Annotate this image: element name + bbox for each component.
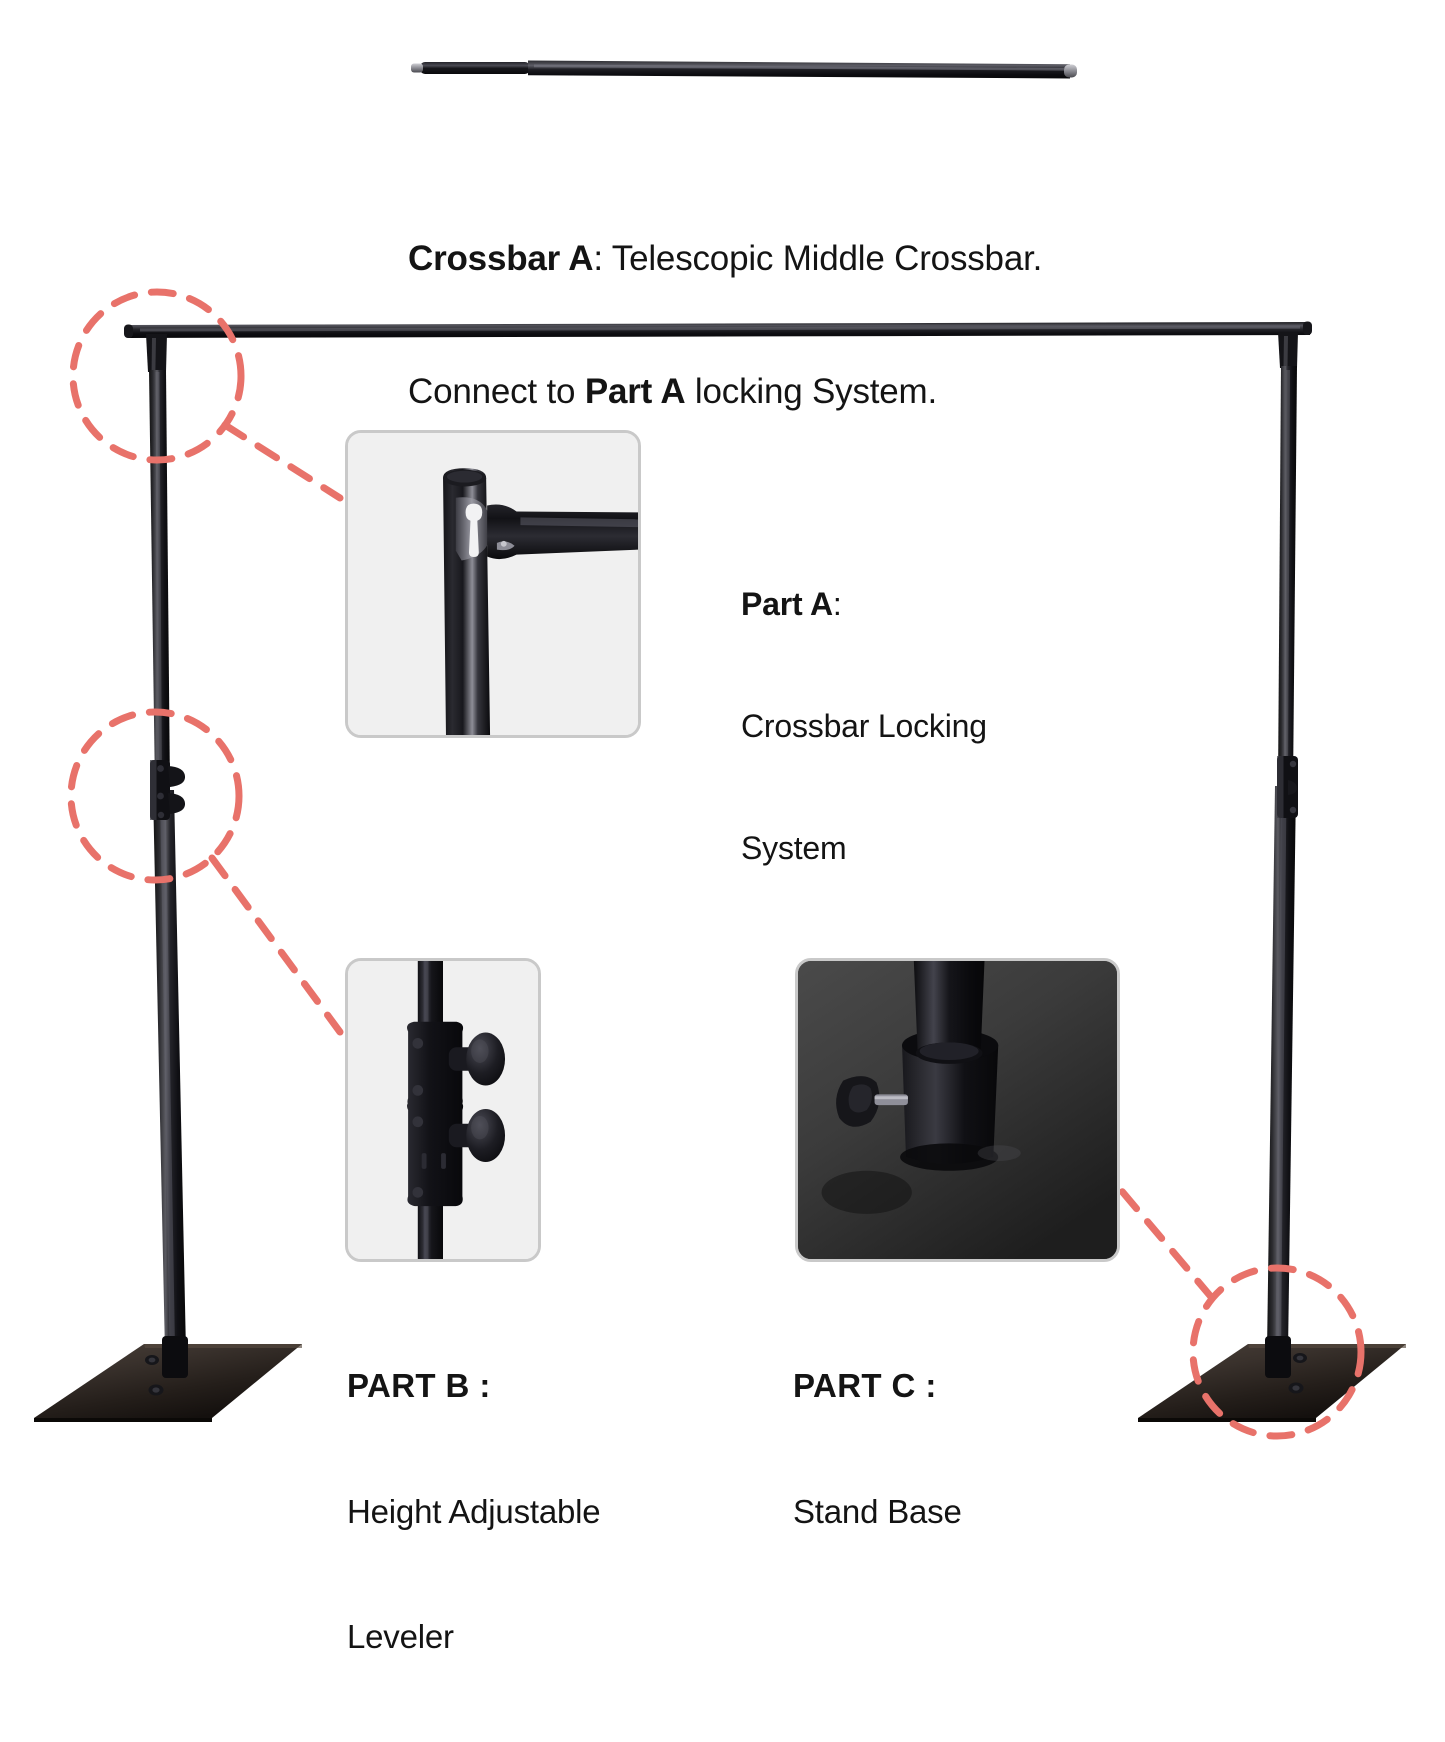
crossbar-caption-bold: Crossbar A: [408, 238, 594, 278]
part-b-caption: PART B : Height Adjustable Leveler: [347, 1281, 687, 1742]
part-a-caption: Part A: Crossbar Locking System: [741, 503, 1071, 950]
height-leveler-photo: [348, 961, 538, 1259]
crossbar-caption-line2: Connect to Part A locking System.: [408, 370, 1108, 414]
part-a-title-line: Part A:: [741, 584, 1071, 625]
right-upright-pole: [1267, 332, 1298, 1352]
part-a-desc-2: System: [741, 830, 847, 866]
crossbar-caption-rest: : Telescopic Middle Crossbar.: [593, 238, 1043, 278]
diagram-canvas: Crossbar A: Telescopic Middle Crossbar. …: [34, 60, 1406, 1655]
crossbar-locking-photo: [348, 433, 638, 735]
inset-part-b: [345, 958, 541, 1262]
stand-top-crossbar: [124, 321, 1312, 338]
crossbar-caption-post: locking System.: [685, 372, 938, 412]
loose-crossbar-part: [411, 60, 1077, 79]
part-b-desc-1: Height Adjustable: [347, 1492, 601, 1530]
crossbar-caption-pre: Connect to: [408, 372, 585, 412]
part-b-callout: [67, 708, 344, 1036]
part-a-callout: [69, 288, 344, 502]
left-stand-base: [34, 1336, 302, 1422]
crossbar-caption-line1: Crossbar A: Telescopic Middle Crossbar.: [408, 237, 1108, 281]
part-a-desc-1: Crossbar Locking: [741, 708, 987, 745]
part-c-callout: [1100, 1166, 1365, 1440]
part-b-title: PART B :: [347, 1366, 491, 1404]
part-c-desc-1: Stand Base: [793, 1492, 962, 1530]
right-height-leveler: [1277, 756, 1298, 818]
inset-part-a: [345, 430, 641, 738]
left-height-leveler: [150, 760, 186, 820]
left-upright-pole: [146, 334, 186, 1352]
right-stand-base: [1138, 1336, 1406, 1422]
stand-base-photo: [798, 961, 1117, 1259]
callout-annotations: [67, 288, 1365, 1440]
part-a-title: Part A: [741, 586, 833, 623]
inset-part-c: [795, 958, 1120, 1262]
part-c-title: PART C :: [793, 1366, 937, 1404]
crossbar-caption: Crossbar A: Telescopic Middle Crossbar. …: [408, 148, 1108, 504]
product-illustration: [34, 60, 1406, 1440]
part-a-title-colon: :: [832, 586, 842, 623]
crossbar-caption-parta: Part A: [584, 372, 686, 412]
part-c-caption: PART C : Stand Base: [793, 1281, 1133, 1616]
part-b-desc-2: Leveler: [347, 1618, 454, 1656]
